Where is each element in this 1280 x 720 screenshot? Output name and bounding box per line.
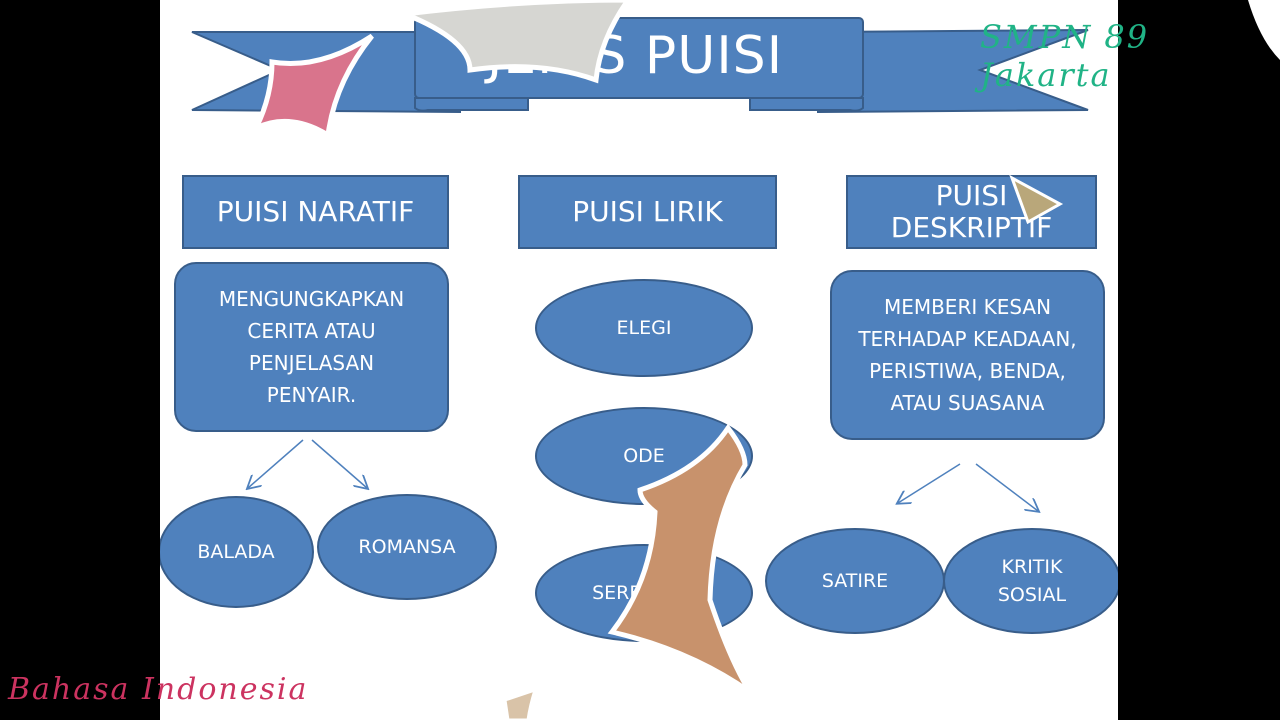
watermark-school: SMPN 89 Jakarta	[980, 18, 1280, 94]
slide: JENIS PUISI PUISI NARATIF PUISI LIRIK PU…	[160, 0, 1118, 720]
arrow-naratif-left	[248, 440, 303, 488]
subtype-ode-label: ODE	[623, 442, 665, 470]
subtype-kritik-sosial: KRITIK SOSIAL	[943, 528, 1118, 634]
subtype-ode: ODE	[535, 407, 753, 505]
subtype-romansa-label: ROMANSA	[358, 533, 455, 561]
subtype-elegi: ELEGI	[535, 279, 753, 377]
arrow-naratif-right	[312, 440, 367, 488]
subtype-romansa: ROMANSA	[317, 494, 497, 600]
subtype-balada-label: BALADA	[197, 538, 274, 566]
watermark-subject: Bahasa Indonesia	[8, 672, 308, 707]
arrow-deskriptif-right	[976, 464, 1038, 511]
subtype-satire: SATIRE	[765, 528, 945, 634]
subtype-serenada-label: SERENADA	[592, 579, 696, 607]
arrow-deskriptif-left	[898, 464, 960, 503]
subtype-kritik-sosial-label: KRITIK SOSIAL	[975, 553, 1089, 609]
subtype-elegi-label: ELEGI	[617, 314, 672, 342]
subtype-serenada: SERENADA	[535, 544, 753, 642]
subtype-balada: BALADA	[160, 496, 314, 608]
subtype-satire-label: SATIRE	[822, 567, 888, 595]
